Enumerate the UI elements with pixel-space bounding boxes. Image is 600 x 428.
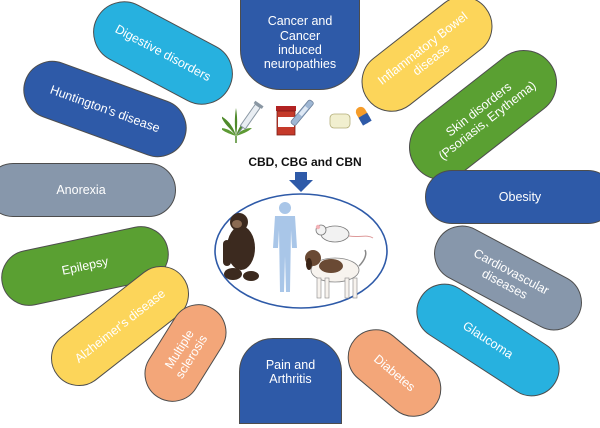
center-compound-label: CBD, CBG and CBN <box>248 155 362 169</box>
chimpanzee-icon <box>223 213 259 281</box>
injector-icon <box>290 99 314 126</box>
syringe-icon <box>237 100 264 135</box>
pill-obesity: Obesity <box>425 170 600 224</box>
pill-cancer: Cancer and Cancer induced neuropathies <box>240 0 360 90</box>
soap-bar-icon <box>329 113 351 129</box>
drug-icons-row <box>222 99 372 143</box>
human-figure-icon <box>273 202 297 292</box>
pill-anorexia: Anorexia <box>0 163 176 217</box>
animal-models-oval <box>214 193 388 309</box>
down-arrow-icon <box>289 172 313 192</box>
capsule-icon <box>355 106 372 126</box>
pill-pain-and-arthritis: Pain and Arthritis <box>239 338 342 424</box>
dog-icon <box>305 249 367 299</box>
rat-icon <box>315 224 374 243</box>
